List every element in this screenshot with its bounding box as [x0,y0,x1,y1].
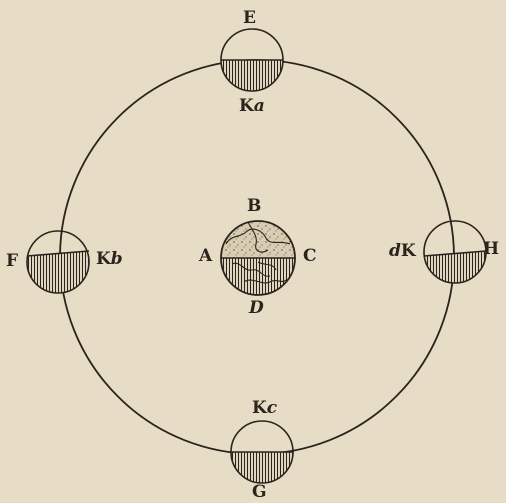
moon-bottom [230,420,294,484]
label-k-top: Ka [239,96,265,116]
label-e: E [243,8,256,28]
label-b: B [247,196,262,216]
label-c: C [303,246,317,266]
label-d: D [249,298,264,318]
moon-top [220,28,284,92]
label-g: G [252,482,267,502]
moon-right [423,220,487,284]
moon-left [26,230,90,294]
earth-globe [220,220,296,296]
label-a: A [199,246,213,266]
label-f: F [6,251,19,271]
label-k-right: dK [389,241,416,261]
label-h: H [483,239,500,259]
label-k-bottom: Kc [252,398,278,418]
label-k-left: Kb [96,249,123,269]
